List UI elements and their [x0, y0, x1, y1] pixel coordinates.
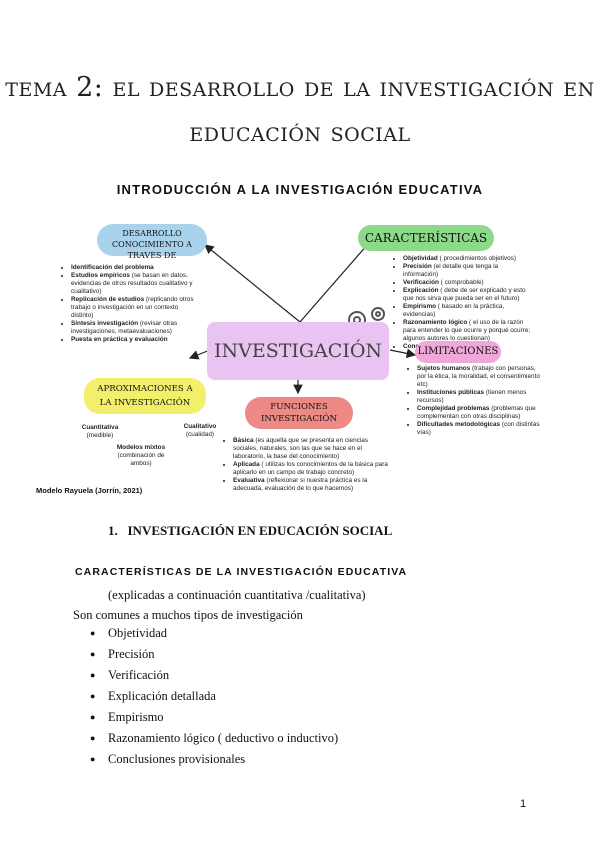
bullet-item: Precisión — [90, 647, 338, 668]
limitaciones-list: Sujetos humanos (trabajo con personas, p… — [408, 365, 543, 437]
caracteristicas-item: Precisión (el detalle que tenga la infor… — [403, 263, 534, 279]
bullet-item: Razonamiento lógico ( deductivo o induct… — [90, 731, 338, 752]
mixtos-label: Modelos mixtos(combinación de ambos) — [116, 444, 166, 467]
caracteristicas-item: Razonamiento lógico ( el uso de la razón… — [403, 319, 534, 343]
page-title-line1: tema 2: el desarrollo de la investigació… — [5, 72, 595, 103]
caracteristicas-list: Objetividad ( procedimientos objetivos)P… — [394, 255, 534, 351]
desarrollo-item: Puesta en práctica y evaluación — [71, 336, 202, 344]
section-heading: 1. INVESTIGACIÓN EN EDUCACIÓN SOCIAL — [108, 523, 393, 538]
aproximaciones-box: APROXIMACIONES A LA INVESTIGACIÓN — [84, 378, 206, 414]
aproximaciones-title2: LA INVESTIGACIÓN — [99, 398, 191, 408]
page-title-line2: educación social — [189, 117, 411, 148]
desarrollo-item: Identificación del problema — [71, 264, 202, 272]
caracteristicas-item: Empirismo ( basado en la práctica, evide… — [403, 303, 534, 319]
funciones-list: Básica (es aquella que se presenta en ci… — [224, 437, 394, 493]
desarrollo-item: Síntesis investigación (revisar otras in… — [71, 320, 202, 336]
center-title: INVESTIGACIÓN — [213, 340, 383, 362]
cuantitativa-label: Cuantitativa(medible) — [81, 424, 119, 439]
desarrollo-list: Identificación del problemaEstudios empí… — [62, 264, 202, 344]
cualitativo-label: Cualitativo(cualidad) — [183, 423, 217, 438]
aproximaciones-title1: APROXIMACIONES A — [97, 384, 193, 394]
desarrollo-title2: CONOCIMIENTO A TRAVES DE — [112, 240, 192, 260]
bullet-item: Empirismo — [90, 710, 338, 731]
desarrollo-box: DESARROLLO CONOCIMIENTO A TRAVES DE — [97, 224, 207, 260]
limitaciones-item: Complejidad problemas (problemas que com… — [417, 405, 543, 421]
bullet-item: Objetividad — [90, 626, 338, 647]
funciones-box: FUNCIONES INVESTIGACIÓN — [245, 397, 353, 429]
desarrollo-title1: DESARROLLO — [122, 229, 182, 238]
subsection-heading: CARACTERÍSTICAS DE LA INVESTIGACIÓN EDUC… — [75, 566, 408, 578]
funciones-item: Evaluativa (reflexionar si nuestra práct… — [233, 477, 394, 493]
limitaciones-item: Dificultades metodológicas (con distinta… — [417, 421, 543, 437]
center-box: INVESTIGACIÓN — [207, 322, 389, 380]
caracteristicas-item: Explicación ( debe de ser explicado y es… — [403, 287, 534, 303]
bullet-item: Verificación — [90, 668, 338, 689]
funciones-item: Básica (es aquella que se presenta en ci… — [233, 437, 394, 461]
limitaciones-title: LIMITACIONES — [417, 346, 499, 357]
limitaciones-box: LIMITACIONES — [415, 341, 501, 363]
caracteristicas-box: CARACTERÍSTICAS — [358, 225, 494, 251]
caracteristicas-item: Verificación ( comprobable) — [403, 279, 534, 287]
page-number: 1 — [520, 798, 527, 810]
funciones-title1: FUNCIONES — [270, 402, 328, 412]
intro-text: Son comunes a muchos tipos de investigac… — [73, 608, 303, 622]
bullet-item: Explicación detallada — [90, 689, 338, 710]
funciones-item: Aplicada ( utilizas los conocimientos de… — [233, 461, 394, 477]
limitaciones-item: Instituciones públicas (tienen menos rec… — [417, 389, 543, 405]
caracteristicas-item: Objetividad ( procedimientos objetivos) — [403, 255, 534, 263]
desarrollo-item: Replicación de estudios (replicando otro… — [71, 296, 202, 320]
note-text: (explicadas a continuación cuantitativa … — [108, 588, 366, 602]
subtitle: INTRODUCCIÓN A LA INVESTIGACIÓN EDUCATIV… — [116, 182, 484, 197]
caracteristicas-title: CARACTERÍSTICAS — [364, 231, 488, 245]
bullet-list: ObjetividadPrecisiónVerificaciónExplicac… — [90, 626, 338, 773]
funciones-title2: INVESTIGACIÓN — [260, 414, 337, 424]
mindmap-credit: Modelo Rayuela (Jorrín, 2021) — [36, 486, 143, 495]
bullet-item: Conclusiones provisionales — [90, 752, 338, 773]
limitaciones-item: Sujetos humanos (trabajo con personas, p… — [417, 365, 543, 389]
desarrollo-item: Estudios empíricos (se basan en datos, e… — [71, 272, 202, 296]
